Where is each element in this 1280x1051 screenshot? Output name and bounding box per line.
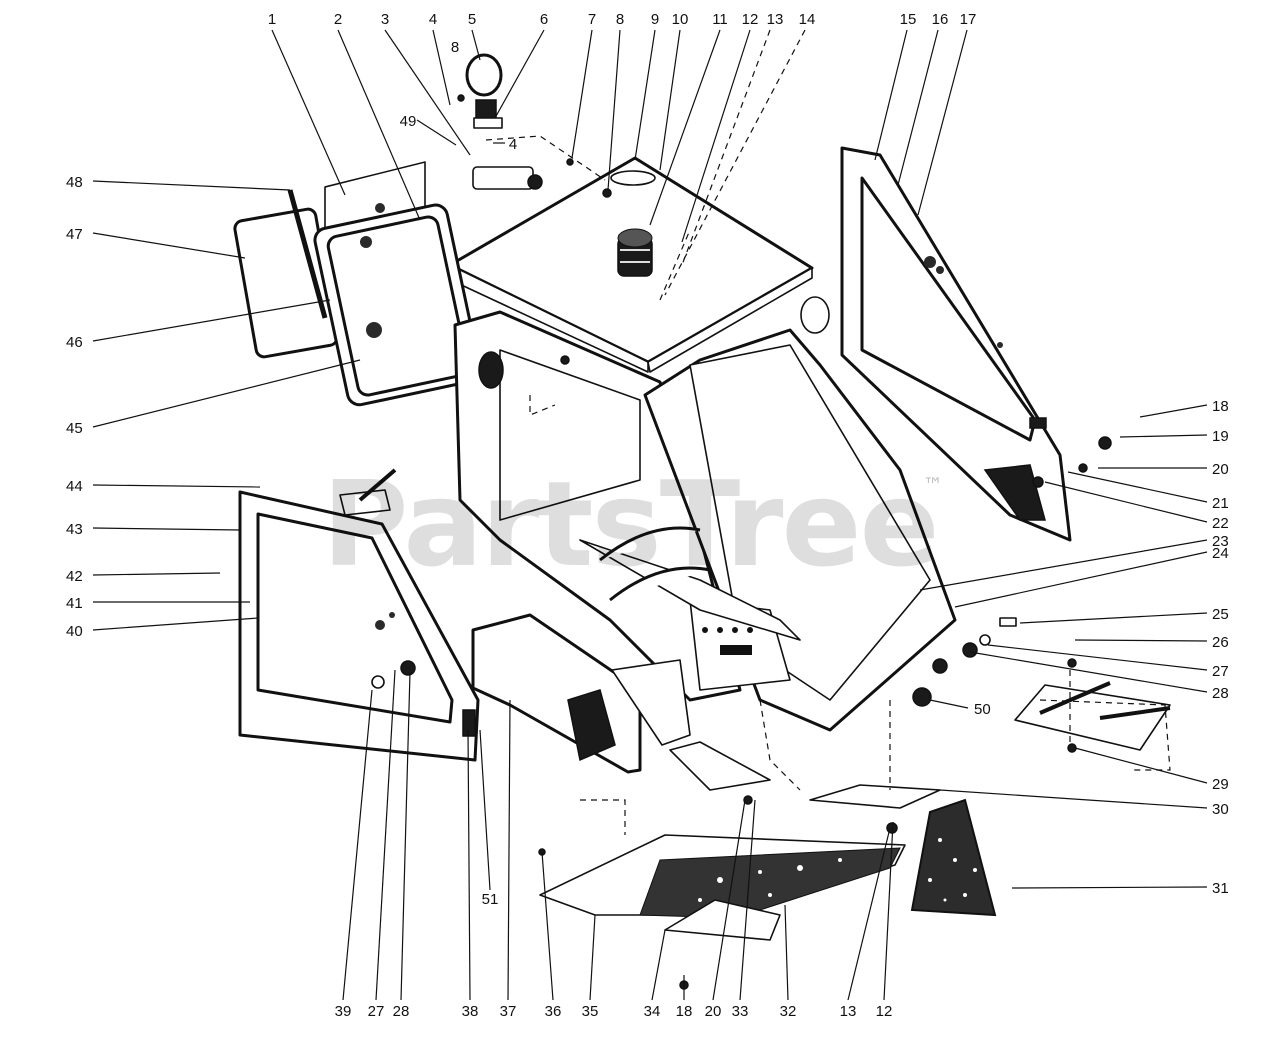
callout-42: 42 xyxy=(66,568,83,585)
callout-14: 14 xyxy=(799,11,816,28)
callout-45: 45 xyxy=(66,420,83,437)
work-light xyxy=(465,53,503,129)
callout-41: 41 xyxy=(66,595,83,612)
callout-26: 26 xyxy=(1212,634,1229,651)
right-door xyxy=(840,146,1072,542)
callout-20: 20 xyxy=(1212,461,1229,478)
callout-34: 34 xyxy=(644,1003,661,1020)
callout-27-bottom: 27 xyxy=(368,1003,385,1020)
callout-49: 49 xyxy=(400,113,417,130)
callout-27: 27 xyxy=(1212,663,1229,680)
assembly-dashed-lines xyxy=(485,135,1171,835)
floor-panel xyxy=(539,834,906,941)
callout-13-bottom: 13 xyxy=(840,1003,857,1020)
callout-3: 3 xyxy=(381,11,389,28)
callout-9: 9 xyxy=(651,11,659,28)
callout-5: 5 xyxy=(468,11,476,28)
callout-50: 50 xyxy=(974,701,991,718)
callout-31: 31 xyxy=(1212,880,1229,897)
callout-21: 21 xyxy=(1212,495,1229,512)
callout-28-bottom: 28 xyxy=(393,1003,410,1020)
callout-35: 35 xyxy=(582,1003,599,1020)
watermark-trademark: ™ xyxy=(923,473,943,497)
callout-8-small: 8 xyxy=(451,39,459,56)
callout-36: 36 xyxy=(545,1003,562,1020)
cab-frame xyxy=(453,296,957,732)
rear-window-assembly xyxy=(233,161,482,407)
callout-22: 22 xyxy=(1212,515,1229,532)
floor-plate xyxy=(669,741,941,809)
callout-7: 7 xyxy=(588,11,596,28)
watermark-text: PartsTree xyxy=(322,455,938,593)
callout-51: 51 xyxy=(482,891,499,908)
seat-bracket xyxy=(1014,681,1171,751)
foam-pad xyxy=(910,798,997,917)
dash-panel xyxy=(471,613,691,774)
callout-labels: 1 2 3 4 5 6 7 8 9 10 11 12 13 14 15 16 1… xyxy=(66,11,1229,1020)
callout-18-bottom: 18 xyxy=(676,1003,693,1020)
beacon-light xyxy=(617,228,653,277)
callout-4-small: 4 xyxy=(509,136,517,153)
callout-37: 37 xyxy=(500,1003,517,1020)
callout-23: 23 xyxy=(1212,533,1229,550)
callout-6: 6 xyxy=(540,11,548,28)
left-door xyxy=(238,490,480,762)
parts-drawing xyxy=(233,53,1171,990)
callout-8: 8 xyxy=(616,11,624,28)
callout-29: 29 xyxy=(1212,776,1229,793)
callout-43: 43 xyxy=(66,521,83,538)
watermark: PartsTree ™ xyxy=(322,455,943,593)
callout-38: 38 xyxy=(462,1003,479,1020)
callout-2: 2 xyxy=(334,11,342,28)
callout-18: 18 xyxy=(1212,398,1229,415)
callout-15: 15 xyxy=(900,11,917,28)
callout-4: 4 xyxy=(429,11,437,28)
latch-bracket xyxy=(339,468,397,516)
leader-lines xyxy=(92,29,1208,1001)
callout-39: 39 xyxy=(335,1003,352,1020)
callout-10: 10 xyxy=(672,11,689,28)
callout-24: 24 xyxy=(1212,545,1229,562)
callout-47: 47 xyxy=(66,226,83,243)
callout-20-bottom: 20 xyxy=(705,1003,722,1020)
callout-12: 12 xyxy=(742,11,759,28)
callout-40: 40 xyxy=(66,623,83,640)
callout-16: 16 xyxy=(932,11,949,28)
callout-17: 17 xyxy=(960,11,977,28)
callout-46: 46 xyxy=(66,334,83,351)
callout-11: 11 xyxy=(712,11,728,28)
callout-44: 44 xyxy=(66,478,83,495)
callout-12-bottom: 12 xyxy=(876,1003,893,1020)
callout-28: 28 xyxy=(1212,685,1229,702)
callout-33: 33 xyxy=(732,1003,749,1020)
callout-32: 32 xyxy=(780,1003,797,1020)
hardware xyxy=(457,94,1112,990)
callout-25: 25 xyxy=(1212,606,1229,623)
callout-30: 30 xyxy=(1212,801,1229,818)
callout-1: 1 xyxy=(268,11,276,28)
callout-48: 48 xyxy=(66,174,83,191)
callout-13: 13 xyxy=(767,11,784,28)
callout-19: 19 xyxy=(1212,428,1229,445)
